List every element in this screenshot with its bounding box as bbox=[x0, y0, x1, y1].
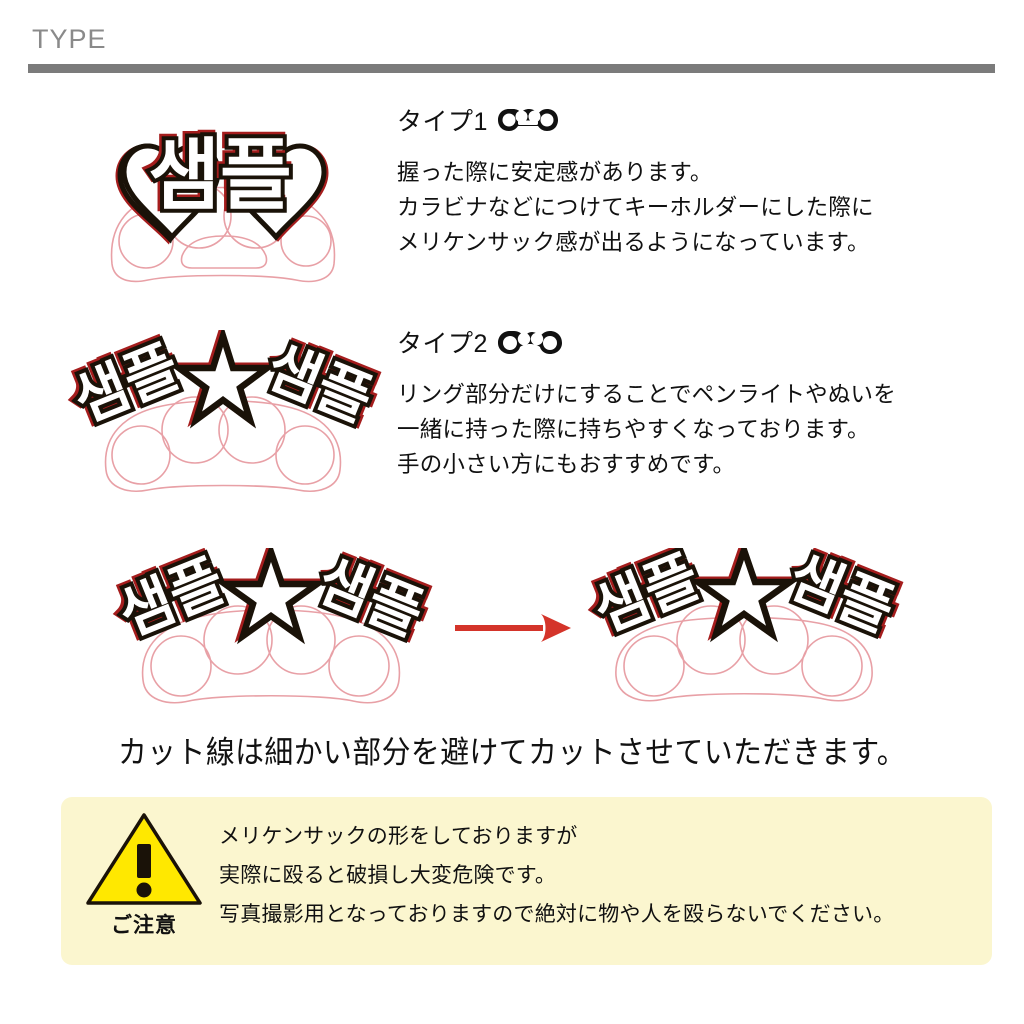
type2-line-1: リング部分だけにすることでペンライトやぬいを bbox=[397, 382, 896, 407]
type2-line-3: 手の小さい方にもおすすめです。 bbox=[397, 452, 736, 477]
cutline-caption: カット線は細かい部分を避けてカットさせていただきます。 bbox=[117, 735, 907, 770]
notice-label: ご注意 bbox=[111, 914, 177, 937]
type1-line-3: メリケンサック感が出るようになっています。 bbox=[397, 230, 870, 255]
before-sample-left: 샘플 bbox=[109, 548, 233, 649]
type2-sample-artwork: 샘플 샘플 샘플 샘플 bbox=[57, 322, 389, 515]
right-arrow-icon bbox=[455, 608, 575, 653]
type2-heading-label: タイプ2 bbox=[397, 330, 488, 358]
notice-line-1: メリケンサックの形をしておりますが bbox=[219, 825, 578, 848]
type2-sample-left: 샘플 bbox=[64, 332, 188, 435]
type1-heading-label: タイプ1 bbox=[397, 108, 488, 136]
type1-heading: タイプ1 bbox=[397, 107, 874, 138]
notice-box: ご注意 メリケンサックの形をしておりますが 実際に殴ると破損し大変危険です。 写… bbox=[61, 797, 992, 965]
warning-triangle-icon bbox=[84, 811, 204, 911]
page-title: TYPE bbox=[32, 24, 107, 54]
type1-line-1: 握った際に安定感があります。 bbox=[397, 160, 713, 185]
type1-text-block: タイプ1 握った際に安定感があります。 カラビナなどにつけてキーホルダーにした際… bbox=[397, 107, 874, 260]
type2-text-block: タイプ2 リング部分だけにすることでペンライトやぬいを 一緒に持った際に持ちやす… bbox=[397, 329, 896, 482]
type1-sample-text-top: 샘플 bbox=[148, 131, 292, 221]
type2-heading: タイプ2 bbox=[397, 329, 896, 360]
cutline-after-artwork: 샘플 샘플 샘플 샘플 bbox=[577, 536, 918, 728]
type1-line-2: カラビナなどにつけてキーホルダーにした際に bbox=[397, 195, 874, 220]
brass-knuckle-icon bbox=[497, 107, 559, 138]
notice-line-2: 実際に殴ると破損し大変危険です。 bbox=[219, 864, 557, 887]
header-divider bbox=[28, 64, 995, 73]
brass-knuckle-rings-icon bbox=[497, 329, 563, 360]
notice-line-3: 写真撮影用となっておりますので絶対に物や人を殴らないでください。 bbox=[219, 903, 895, 926]
type1-sample-artwork: 샘플 샘플 bbox=[78, 104, 368, 294]
cutline-before-artwork: 샘플 샘플 샘플 샘플 bbox=[102, 539, 445, 728]
notice-text: メリケンサックの形をしておりますが 実際に殴ると破損し大変危険です。 写真撮影用… bbox=[219, 817, 894, 934]
type1-sample-text: 샘플 bbox=[146, 129, 290, 219]
type2-line-2: 一緒に持った際に持ちやすくなっております。 bbox=[397, 417, 870, 442]
